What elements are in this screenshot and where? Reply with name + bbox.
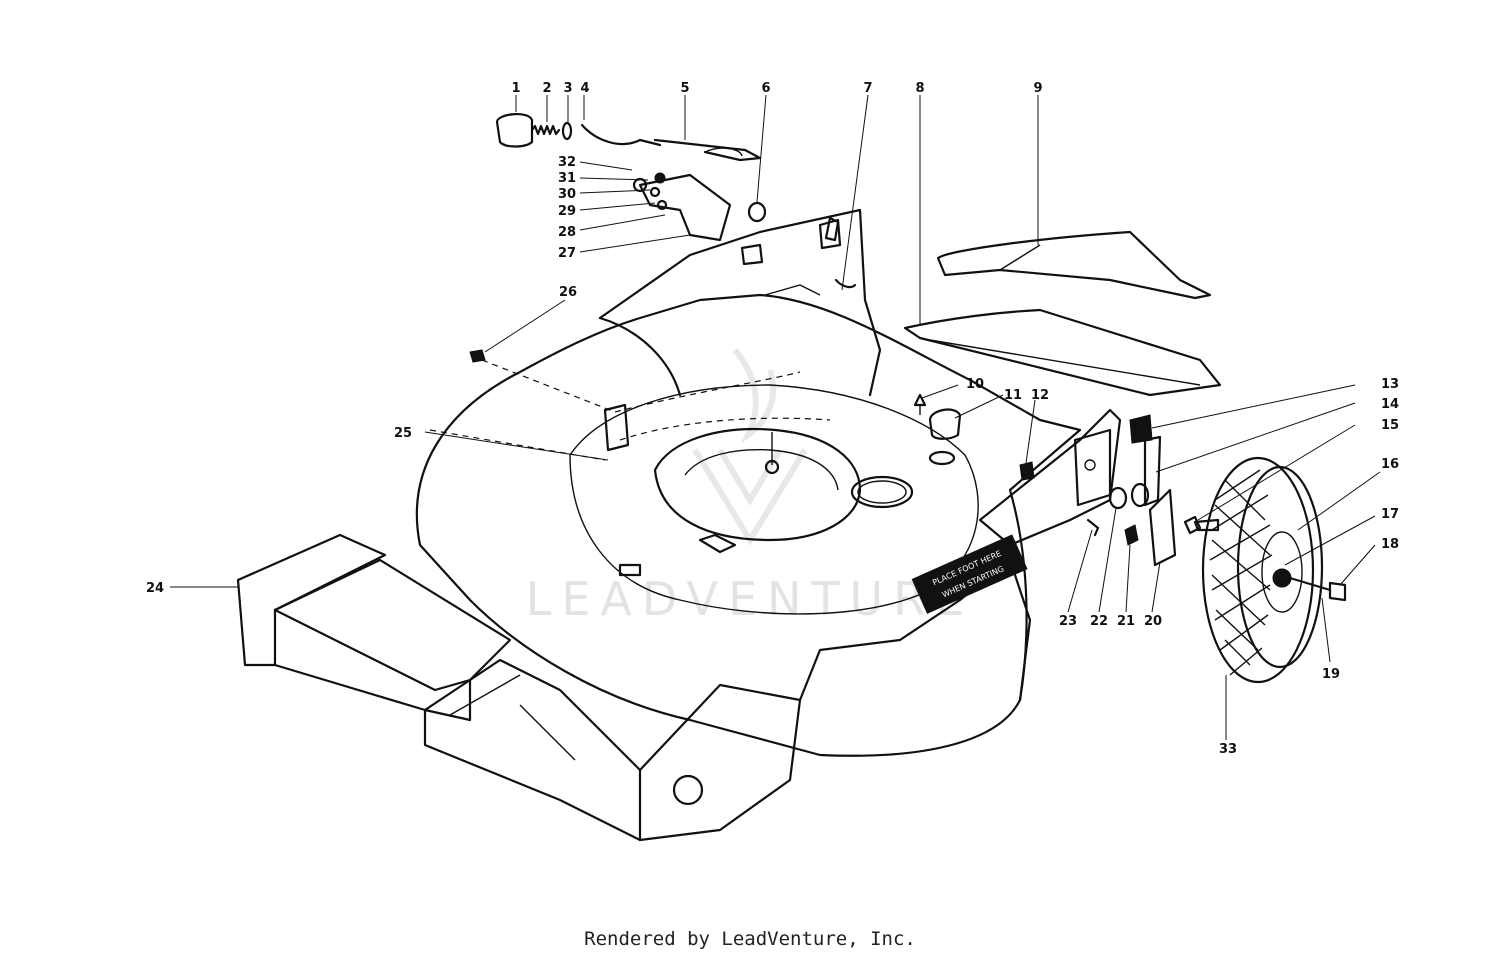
callout-29: 29	[558, 204, 576, 219]
callout-labels: 1 2 3 4 5 6 7 8 9 10 11 12 13 14 15 16 1…	[146, 81, 1399, 757]
footer-credit: Rendered by LeadVenture, Inc.	[584, 928, 916, 950]
rear-wheel	[1201, 456, 1347, 684]
callout-27: 27	[558, 246, 576, 261]
callout-21: 21	[1117, 614, 1135, 629]
baffle-parts	[903, 230, 1222, 397]
callout-25: 25	[394, 426, 412, 441]
callout-17: 17	[1381, 507, 1399, 522]
axle-parts	[1086, 414, 1220, 567]
callout-9: 9	[1033, 81, 1042, 96]
callout-11: 11	[1004, 388, 1022, 403]
callout-23: 23	[1059, 614, 1077, 629]
callout-12: 12	[1031, 388, 1049, 403]
callout-13: 13	[1381, 377, 1399, 392]
watermark-text: LEADVENTURE	[526, 572, 975, 626]
callout-10: 10	[966, 377, 984, 392]
callout-1: 1	[511, 81, 520, 96]
mower-deck: PLACE FOOT HERE WHEN STARTING	[236, 208, 1122, 842]
callout-24: 24	[146, 581, 164, 596]
watermark: LEADVENTURE	[526, 348, 975, 626]
callout-30: 30	[558, 187, 576, 202]
callout-33: 33	[1219, 742, 1237, 757]
callout-2: 2	[542, 81, 551, 96]
callout-8: 8	[915, 81, 924, 96]
callout-32: 32	[558, 155, 576, 170]
callout-20: 20	[1144, 614, 1162, 629]
tread-pattern	[1209, 469, 1273, 676]
callout-31: 31	[558, 171, 576, 186]
callout-26: 26	[559, 285, 577, 300]
callout-19: 19	[1322, 667, 1340, 682]
leader-lines	[170, 94, 1381, 740]
callout-18: 18	[1381, 537, 1399, 552]
callout-6: 6	[761, 81, 770, 96]
callout-4: 4	[580, 81, 589, 96]
callout-7: 7	[863, 81, 872, 96]
callout-22: 22	[1090, 614, 1108, 629]
callout-16: 16	[1381, 457, 1399, 472]
callout-15: 15	[1381, 418, 1399, 433]
callout-3: 3	[563, 81, 572, 96]
small-parts	[469, 113, 1035, 481]
callout-5: 5	[680, 81, 689, 96]
parts-diagram: LEADVENTURE	[146, 81, 1399, 842]
callout-14: 14	[1381, 397, 1399, 412]
callout-28: 28	[558, 225, 576, 240]
watermark-logo-icon	[692, 348, 808, 546]
